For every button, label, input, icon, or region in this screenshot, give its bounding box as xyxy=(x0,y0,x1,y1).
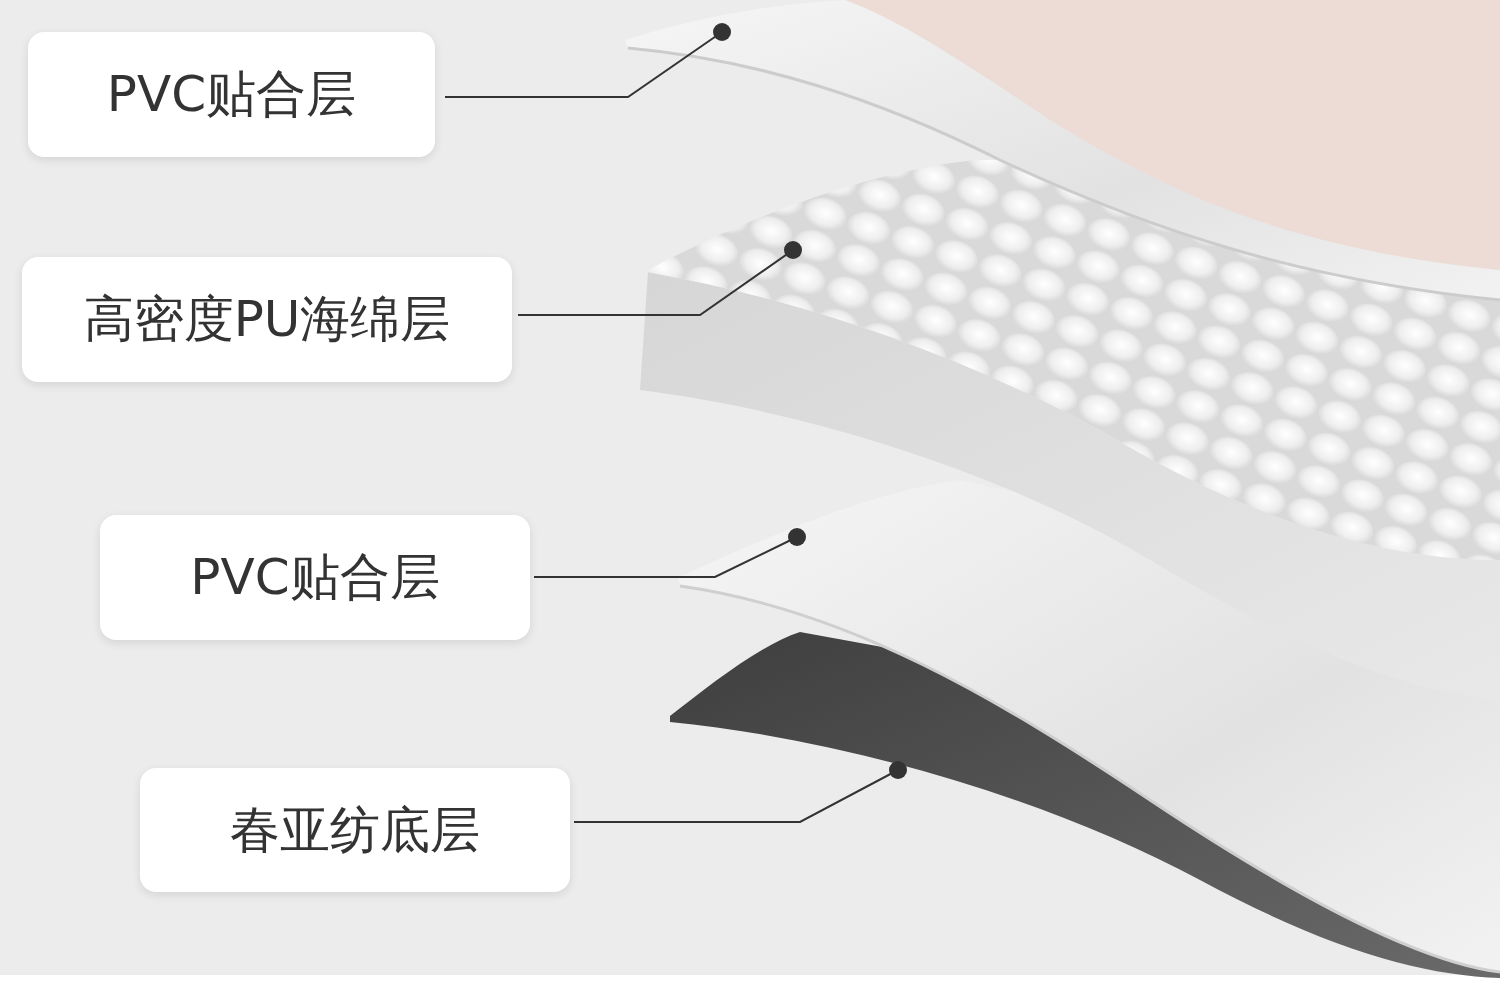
label-box: 春亚纺底层 xyxy=(140,768,570,892)
layer-label: 高密度PU海绵层 xyxy=(84,292,451,347)
label-box: PVC贴合层 xyxy=(100,515,530,640)
layer-label: PVC贴合层 xyxy=(190,550,439,605)
label-box: PVC贴合层 xyxy=(28,32,435,157)
layer-label: PVC贴合层 xyxy=(107,67,356,122)
layer-label: 春亚纺底层 xyxy=(230,803,480,858)
label-box: 高密度PU海绵层 xyxy=(22,257,512,382)
